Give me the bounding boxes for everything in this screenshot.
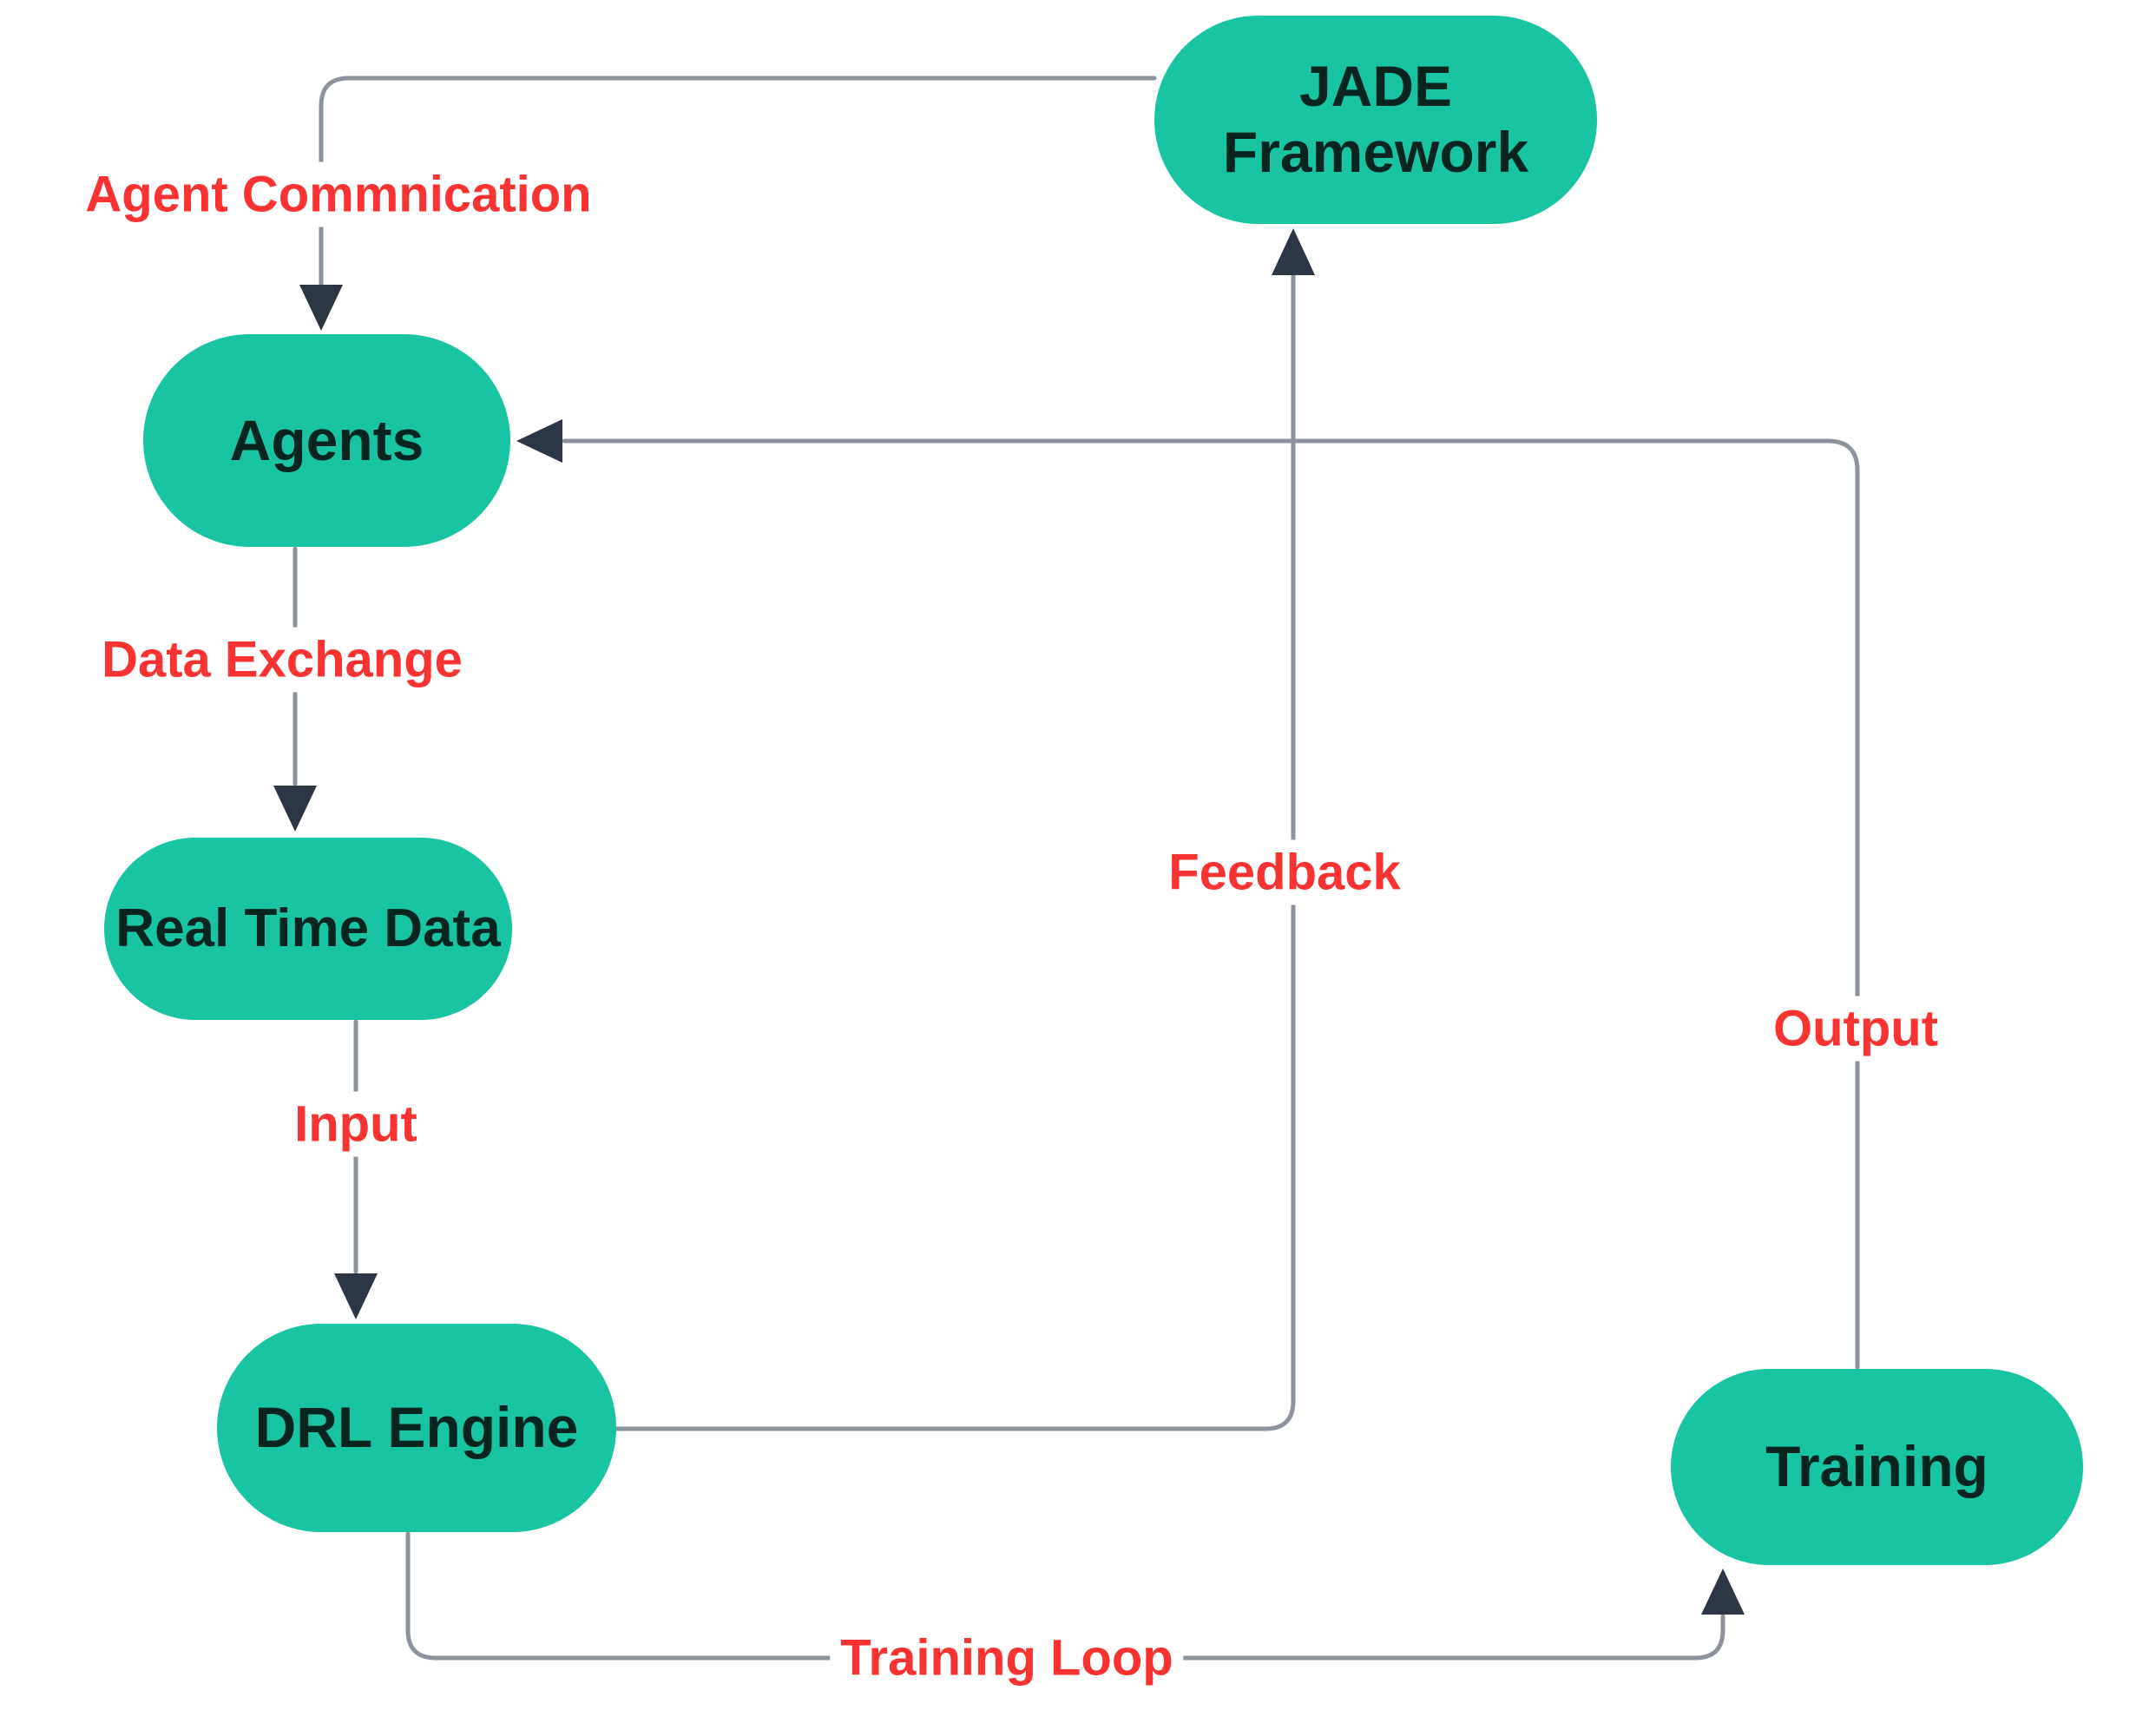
arrowhead-into-real-time-data-top <box>273 786 317 832</box>
arrowhead-into-training-bottom <box>1701 1569 1745 1615</box>
arrowhead-into-jade-bottom <box>1272 228 1315 275</box>
edge-agent-communication <box>319 76 1157 287</box>
node-agents: Agents <box>143 334 510 547</box>
node-jade-framework: JADE Framework <box>1154 16 1597 224</box>
node-training-label: Training <box>1765 1434 1988 1499</box>
node-real-time-data-label: Real Time Data <box>115 898 501 959</box>
edge-feedback <box>614 273 1296 1431</box>
edge-label-training-loop: Training Loop <box>830 1625 1184 1691</box>
node-real-time-data: Real Time Data <box>104 838 512 1020</box>
node-jade-line1: JADE <box>1298 54 1453 119</box>
arrowhead-into-agents-top <box>299 285 343 331</box>
node-training: Training <box>1671 1369 2083 1565</box>
edge-label-output: Output <box>1762 996 1949 1062</box>
edge-label-data-exchange: Data Exchange <box>91 627 473 693</box>
arrowhead-into-drl-engine-top <box>334 1273 378 1319</box>
edge-label-feedback: Feedback <box>1158 839 1411 905</box>
edge-label-agent-communication: Agent Commnication <box>75 161 602 227</box>
node-drl-engine: DRL Engine <box>217 1324 616 1532</box>
node-jade-line2: Framework <box>1222 120 1529 184</box>
edge-label-input: Input <box>284 1091 428 1157</box>
node-agents-label: Agents <box>229 407 424 472</box>
node-jade-framework-label: JADE Framework <box>1223 54 1528 186</box>
edge-output <box>562 438 1860 1370</box>
node-drl-engine-label: DRL Engine <box>254 1395 579 1460</box>
arrowhead-into-agents-right <box>516 419 562 463</box>
